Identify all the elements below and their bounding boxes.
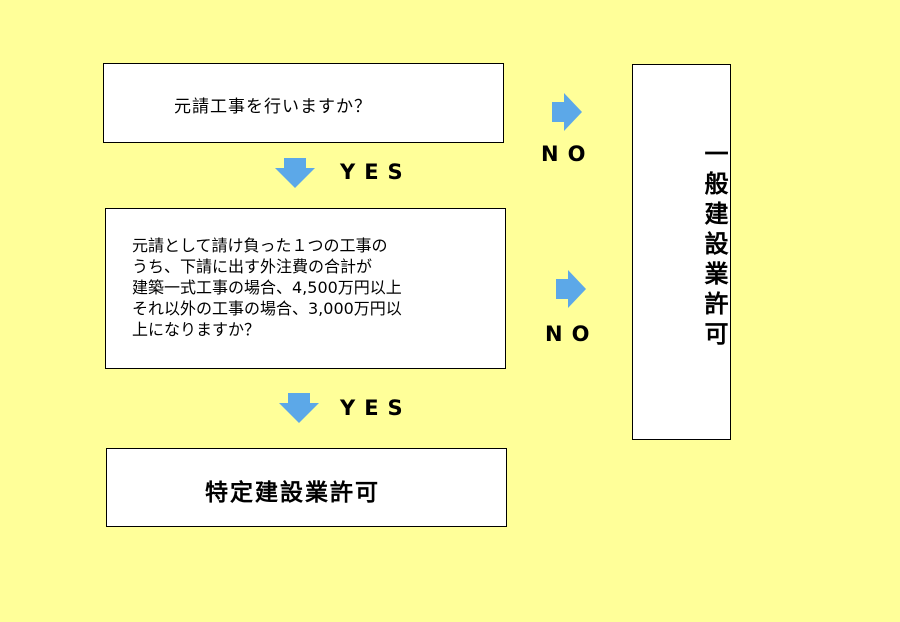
specific-construction-license-text: 特定建設業許可 — [205, 480, 380, 506]
arrow-down-icon — [279, 393, 319, 423]
arrow-right-icon — [552, 93, 582, 131]
question-subcontract-amount-text: 元請として請け負った１つの工事の うち、下請に出す外注費の合計が 建築一式工事の… — [132, 236, 402, 339]
arrow-right-icon — [556, 270, 586, 308]
arrow-down-icon — [275, 158, 315, 188]
general-construction-license-text: 一般建設業許可 — [700, 141, 728, 351]
specific-construction-license-box: 特定建設業許可 — [106, 448, 507, 527]
yes-label-2: YES — [340, 396, 412, 420]
question-primary-contract-text: 元請工事を行いますか？ — [174, 97, 372, 117]
general-construction-license-box: 一般建設業許可 — [632, 64, 731, 440]
question-subcontract-amount-box: 元請として請け負った１つの工事の うち、下請に出す外注費の合計が 建築一式工事の… — [105, 208, 506, 369]
question-primary-contract-box: 元請工事を行いますか？ — [103, 63, 504, 143]
yes-label-1: YES — [340, 160, 412, 184]
no-label-2: NO — [545, 322, 599, 346]
no-label-1: NO — [541, 142, 595, 166]
